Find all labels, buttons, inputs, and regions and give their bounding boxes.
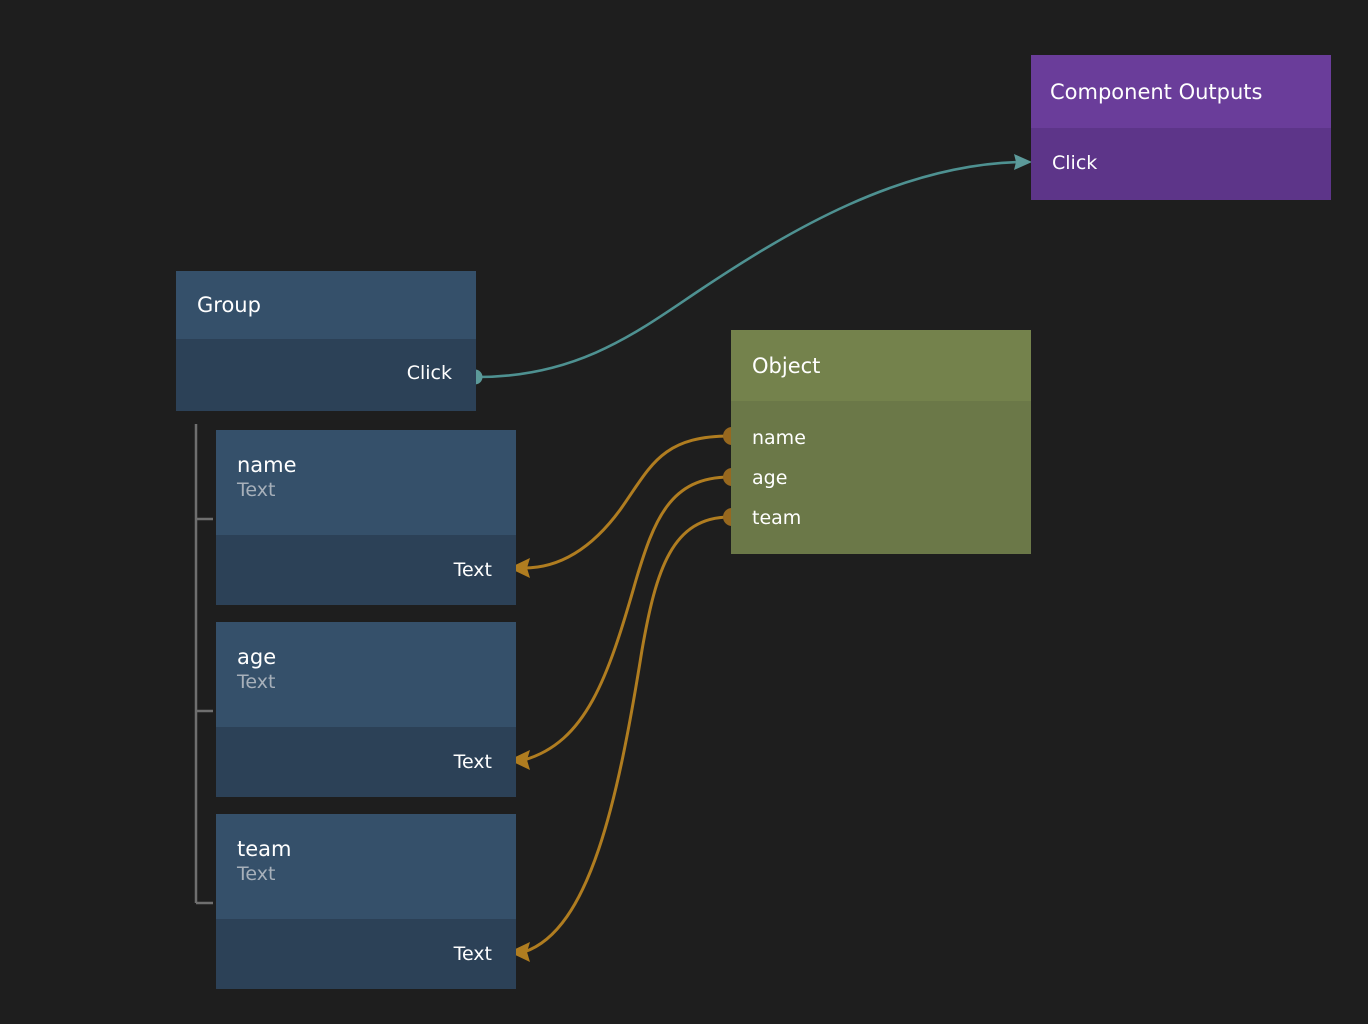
- port-object-input-team[interactable]: team: [752, 507, 802, 529]
- node-child-age-body[interactable]: Text: [216, 727, 516, 797]
- tree-connector: [194, 424, 213, 905]
- node-group-title: Group: [197, 293, 261, 317]
- node-component-outputs-title: Component Outputs: [1050, 79, 1263, 104]
- node-child-name-header[interactable]: name Text: [216, 430, 516, 535]
- node-component-outputs-body[interactable]: Click: [1031, 128, 1331, 200]
- node-child-name-subtitle: Text: [237, 479, 276, 501]
- node-child-team-title: team: [237, 837, 292, 861]
- node-object-header[interactable]: Object: [731, 330, 1031, 401]
- port-object-input-name[interactable]: name: [752, 427, 806, 449]
- node-child-age[interactable]: age Text Text: [216, 622, 516, 797]
- node-component-outputs[interactable]: Component Outputs Click: [1031, 55, 1331, 200]
- node-child-team-header[interactable]: team Text: [216, 814, 516, 919]
- node-component-outputs-header[interactable]: Component Outputs: [1031, 55, 1331, 128]
- node-child-team-body[interactable]: Text: [216, 919, 516, 989]
- edge-object-age: [509, 468, 741, 770]
- node-child-team[interactable]: team Text Text: [216, 814, 516, 989]
- node-object-body[interactable]: name age team: [731, 401, 1031, 554]
- node-child-team-subtitle: Text: [237, 863, 276, 885]
- port-component-outputs-input-click[interactable]: Click: [1052, 152, 1098, 174]
- port-name-output-text[interactable]: Text: [453, 559, 492, 581]
- node-child-age-subtitle: Text: [237, 671, 276, 693]
- node-child-age-title: age: [237, 645, 277, 669]
- node-group[interactable]: Group Click: [176, 271, 476, 411]
- port-object-input-age[interactable]: age: [752, 467, 788, 489]
- port-age-output-text[interactable]: Text: [453, 751, 492, 773]
- node-child-name[interactable]: name Text Text: [216, 430, 516, 605]
- node-child-name-title: name: [237, 453, 297, 477]
- node-group-header[interactable]: Group: [176, 271, 476, 339]
- port-team-output-text[interactable]: Text: [453, 943, 492, 965]
- node-object-title: Object: [752, 353, 821, 378]
- port-group-output-click[interactable]: Click: [406, 362, 452, 384]
- node-object[interactable]: Object name age team: [731, 330, 1031, 554]
- edge-object-name: [509, 427, 741, 578]
- edge-object-team: [509, 508, 741, 962]
- node-child-age-header[interactable]: age Text: [216, 622, 516, 727]
- node-group-body[interactable]: Click: [176, 339, 476, 411]
- node-child-name-body[interactable]: Text: [216, 535, 516, 605]
